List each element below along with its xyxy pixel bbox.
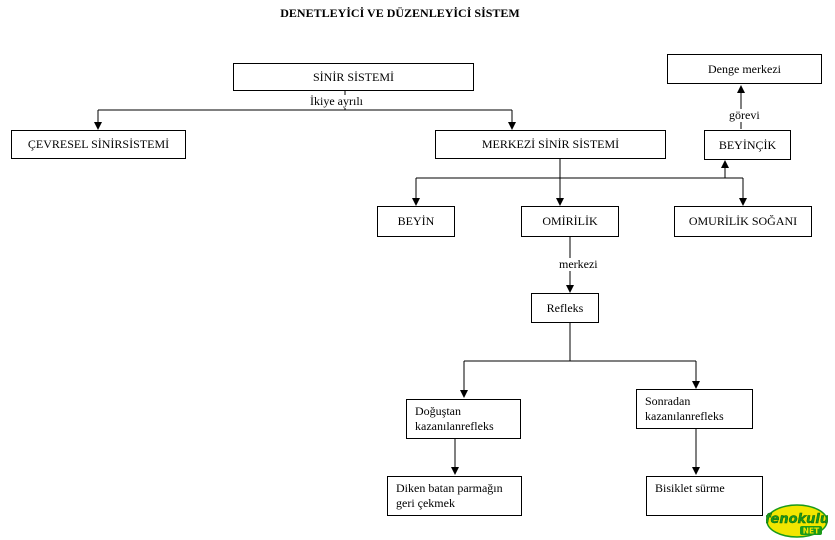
edge-label-gorevi: görevi: [728, 108, 761, 122]
fenokulu-logo: fenokulu NET: [766, 504, 828, 538]
svg-text:NET: NET: [803, 527, 820, 536]
page-title: DENETLEYİCİ VE DÜZENLEYİCİ SİSTEM: [280, 6, 520, 20]
node-bisiklet: Bisiklet sürme: [646, 476, 763, 516]
node-beyincik: BEYİNÇİK: [704, 130, 791, 160]
node-sonradan: Sonradan kazanılanrefleks: [636, 389, 753, 429]
node-cevresel: ÇEVRESEL SİNİRSİSTEMİ: [11, 130, 186, 159]
node-omurilik: OMİRİLİK: [521, 206, 619, 237]
node-beyin: BEYİN: [377, 206, 455, 237]
edge-label-merkezi: merkezi: [558, 257, 599, 271]
node-denge: Denge merkezi: [667, 54, 822, 84]
node-omurilik-sogani: OMURİLİK SOĞANI: [674, 206, 812, 237]
node-diken: Diken batan parmağın geri çekmek: [387, 476, 522, 516]
edge-label-ikiye: İkiye ayrılı: [309, 94, 364, 108]
node-dogustan: Doğuştan kazanılanrefleks: [406, 399, 521, 439]
node-refleks: Refleks: [531, 293, 599, 323]
node-merkezi: MERKEZİ SİNİR SİSTEMİ: [435, 130, 666, 159]
svg-text:fenokulu: fenokulu: [766, 512, 828, 527]
node-sinir-sistemi: SİNİR SİSTEMİ: [233, 63, 474, 91]
